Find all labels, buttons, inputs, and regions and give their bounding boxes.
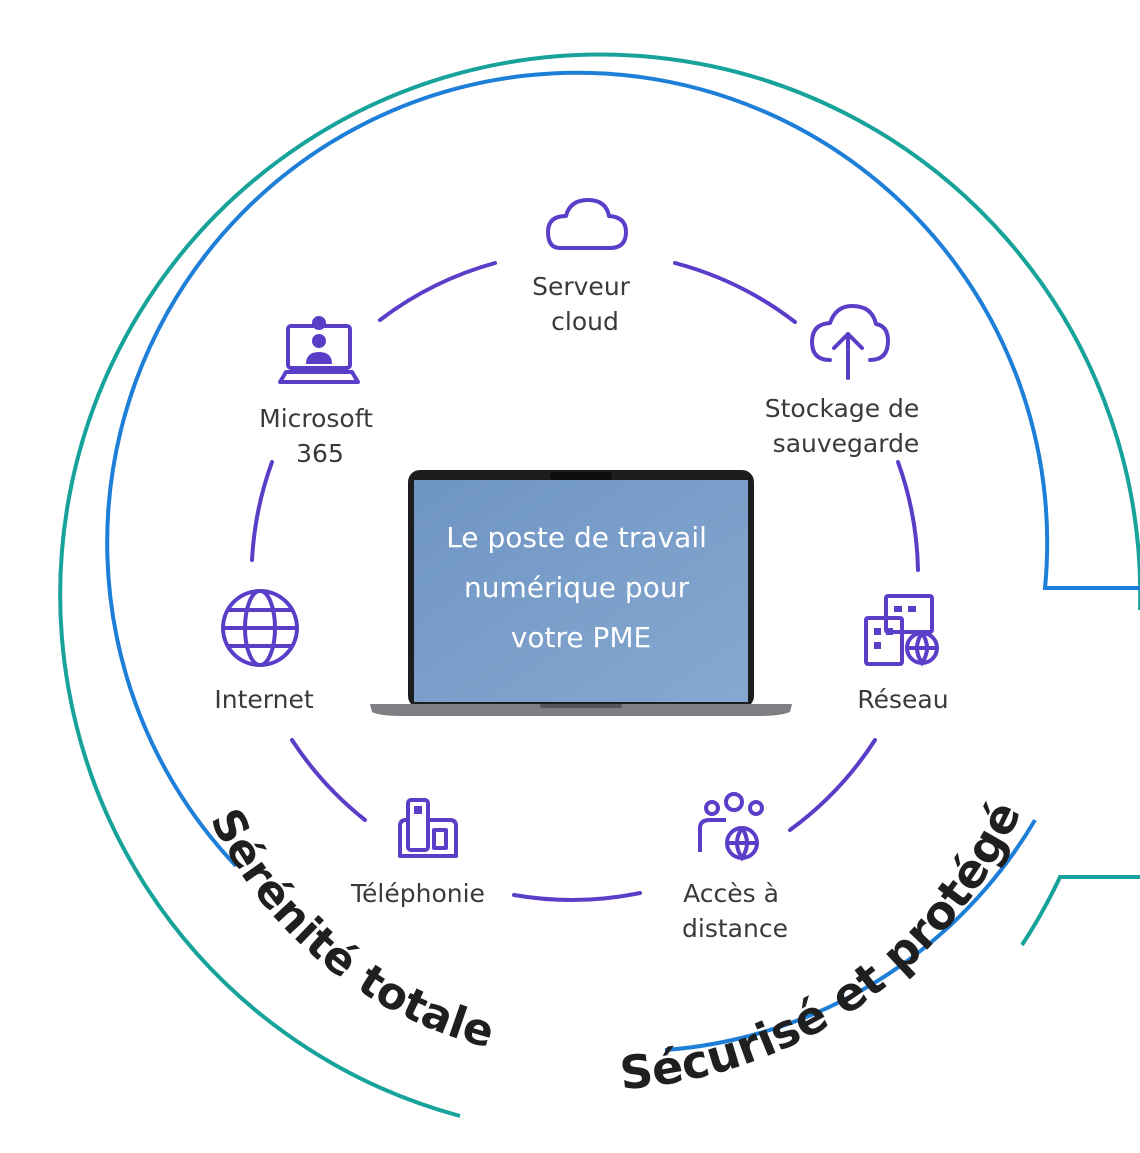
node-remote-access: Accès à distance (682, 792, 788, 943)
node-cloud-server: Serveur cloud (532, 198, 638, 336)
node-ring (250, 261, 920, 902)
cloud-icon (546, 198, 628, 250)
building-globe-icon (864, 594, 939, 667)
node-label: Stockage de (765, 394, 920, 423)
svg-text:Téléphonie: Téléphonie (350, 879, 485, 908)
node-microsoft-365: Microsoft 365 (259, 316, 381, 468)
cloud-upload-icon (810, 304, 890, 380)
svg-text:Microsoft 365: Microsoft 365 (259, 404, 381, 468)
outer-ring (58, 52, 1140, 1118)
node-label: 365 (296, 439, 344, 468)
svg-text:Réseau: Réseau (857, 685, 948, 714)
node-label: Microsoft (259, 404, 373, 433)
node-network: Réseau (857, 594, 949, 714)
node-label: Internet (214, 685, 313, 714)
users-globe-icon (698, 792, 764, 862)
center-line-3: votre PME (511, 621, 651, 654)
svg-text:Le poste de travail numé: Le poste de travail numérique pour votre… (446, 521, 716, 654)
node-telephony: Téléphonie (350, 798, 485, 908)
node-label: Réseau (857, 685, 948, 714)
globe-icon (221, 589, 299, 667)
laptop-user-icon (278, 316, 360, 384)
center-line-1: Le poste de travail (446, 521, 707, 554)
svg-text:Stockage de sauvegarde: Stockage de sauvegarde (765, 394, 927, 458)
node-label: Accès à (683, 879, 779, 908)
svg-text:Accès à distance: Accès à distance (682, 879, 788, 943)
desk-phone-icon (398, 798, 458, 858)
outer-ring-label-path: Sécurisé et protégé (617, 793, 1031, 1100)
inner-ring-tail (664, 818, 1037, 1052)
node-label: distance (682, 914, 788, 943)
node-label: cloud (551, 307, 619, 336)
svg-text:Serveur cloud: Serveur cloud (532, 272, 638, 336)
node-internet: Internet (214, 589, 314, 714)
laptop: Le poste de travail numérique pour votre… (370, 470, 792, 716)
outer-ring-tail (1020, 875, 1140, 947)
node-backup-storage: Stockage de sauvegarde (765, 304, 927, 458)
node-label: sauvegarde (773, 429, 920, 458)
svg-text:Internet: Internet (214, 685, 313, 714)
node-label: Téléphonie (350, 879, 485, 908)
outer-ring-label: Sécurisé et protégé (617, 793, 1031, 1100)
inner-ring (105, 70, 1140, 868)
center-line-2: numérique pour (464, 571, 690, 604)
node-label: Serveur (532, 272, 631, 301)
